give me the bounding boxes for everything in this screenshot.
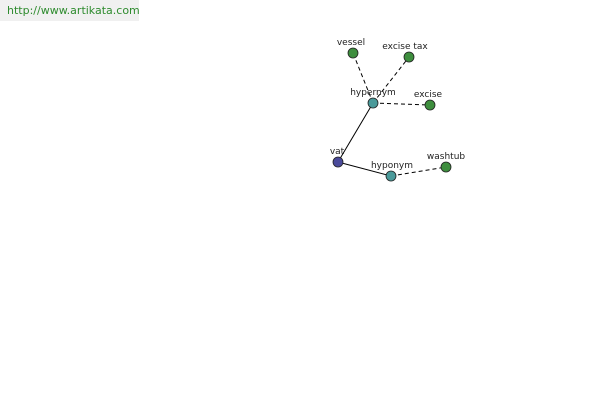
node-excise[interactable] bbox=[424, 99, 436, 111]
label-washtub: washtub bbox=[427, 152, 466, 162]
label-excise-tax: excise tax bbox=[382, 42, 428, 52]
node-vat[interactable] bbox=[332, 156, 344, 168]
node-washtub[interactable] bbox=[440, 161, 452, 173]
node-excise-tax[interactable] bbox=[403, 51, 415, 63]
node-vessel[interactable] bbox=[347, 47, 359, 59]
label-vat: vat bbox=[330, 147, 345, 157]
edge-hyponym-washtub bbox=[390, 166, 447, 177]
site-url-link[interactable]: http://www.artikata.com bbox=[7, 4, 140, 17]
node-hyponym[interactable] bbox=[385, 170, 397, 182]
label-hypernym: hypernym bbox=[350, 88, 396, 98]
edge-hypernym-excise-tax bbox=[372, 56, 410, 104]
label-excise: excise bbox=[414, 90, 443, 100]
url-bar: http://www.artikata.com bbox=[0, 0, 140, 21]
label-hyponym: hyponym bbox=[371, 161, 413, 171]
edge-vat-hypernym bbox=[337, 102, 374, 163]
label-vessel: vessel bbox=[337, 38, 365, 48]
edge-hypernym-excise bbox=[372, 102, 431, 106]
node-hypernym[interactable] bbox=[367, 97, 379, 109]
edge-vat-hyponym bbox=[337, 161, 392, 177]
edge-hypernym-vessel bbox=[352, 52, 374, 104]
